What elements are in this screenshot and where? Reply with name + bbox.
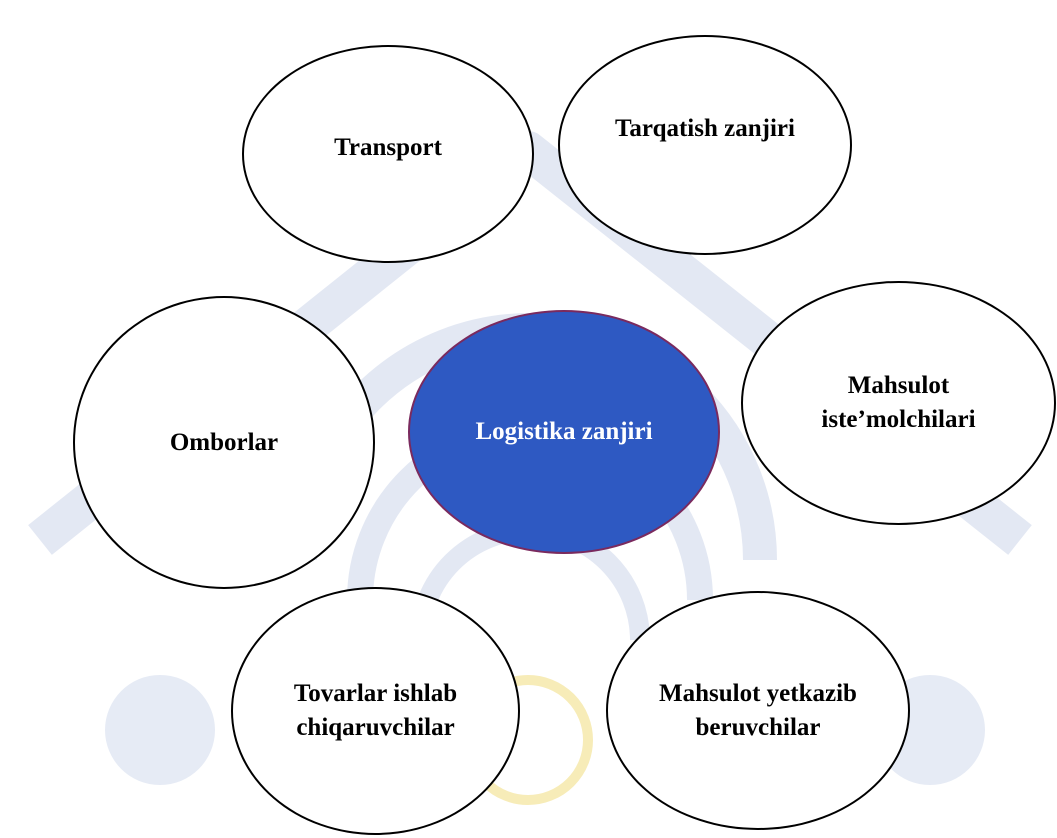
node-transport-label: Transport <box>334 134 442 162</box>
node-mahsulot-istemolchilari: Mahsulot iste’molchilari <box>741 281 1056 525</box>
node-tarqatish-zanjiri: Tarqatish zanjiri <box>558 35 852 255</box>
node-tarqatish-zanjiri-label: Tarqatish zanjiri <box>615 115 795 143</box>
node-mahsulot-yetkazib-beruvchilar-label: Mahsulot yetkazib beruvchilar <box>659 679 857 741</box>
node-mahsulot-yetkazib-beruvchilar: Mahsulot yetkazib beruvchilar <box>606 591 910 830</box>
node-omborlar: Omborlar <box>73 296 375 589</box>
center-node-logistika-zanjiri: Logistika zanjiri <box>408 310 720 554</box>
node-mahsulot-istemolchilari-label: Mahsulot iste’molchilari <box>821 372 976 433</box>
node-omborlar-label: Omborlar <box>169 428 279 456</box>
node-tovarlar-ishlab-chiqaruvchilar: Tovarlar ishlab chiqaruvchilar <box>231 587 520 835</box>
center-node-label: Logistika zanjiri <box>475 418 653 446</box>
node-tovarlar-ishlab-chiqaruvchilar-label: Tovarlar ishlab chiqaruvchilar <box>293 680 458 741</box>
node-transport: Transport <box>242 45 534 263</box>
